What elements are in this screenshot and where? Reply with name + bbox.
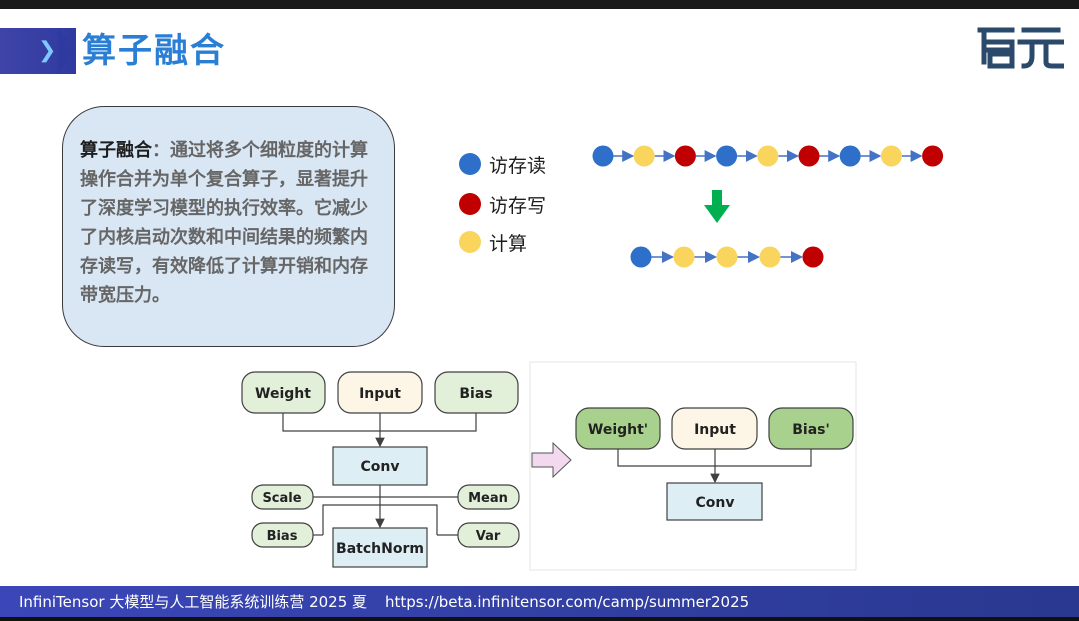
scale-node: [251, 484, 314, 510]
bias-label: Bias: [459, 386, 492, 402]
chevron-right-icon: ❯: [38, 38, 57, 63]
graph-before: Weight Input Bias Conv Scale Mean Bias V…: [241, 371, 520, 568]
mean-node: [457, 484, 520, 510]
definition-body: ：通过将多个细粒度的计算操作合并为单个复合算子，显著提升了深度学习模型的执行效率…: [80, 140, 368, 306]
legend-label: 访存写: [489, 194, 547, 217]
chain-node-read: [716, 145, 738, 167]
var-node: [457, 522, 520, 548]
down-arrow-icon: [704, 190, 730, 223]
legend-dot-write: [459, 193, 481, 215]
chain-node-write: [802, 246, 824, 268]
legend-dot-read: [459, 153, 481, 175]
conv-node-after: [666, 482, 763, 521]
mean-label: Mean: [468, 491, 508, 506]
weight-prime-label: Weight': [588, 422, 648, 438]
batchnorm-label: BatchNorm: [336, 541, 424, 557]
legend-item-compute: 计算: [459, 230, 528, 255]
chain-before: [592, 145, 944, 167]
input-node: [337, 371, 423, 414]
chain-node-read: [592, 145, 614, 167]
scale-label: Scale: [262, 491, 301, 506]
bias-node: [434, 371, 519, 414]
chain-node-write: [674, 145, 696, 167]
chain-node-read: [839, 145, 861, 167]
footer-url[interactable]: https://beta.infinitensor.com/camp/summe…: [385, 593, 750, 611]
conv-label-after: Conv: [696, 495, 735, 511]
batchnorm-node: [332, 527, 428, 568]
logo: 启元: [977, 27, 1064, 69]
definition-term: 算子融合: [80, 140, 152, 161]
transform-arrow-icon: [531, 441, 572, 479]
weight-prime-node: [575, 407, 661, 450]
chain-node-read: [630, 246, 652, 268]
bias-prime-label: Bias': [792, 422, 830, 438]
chain-node-compute: [759, 246, 781, 268]
chain-node-write: [922, 145, 944, 167]
chain-node-compute: [757, 145, 779, 167]
top-bar: [0, 0, 1079, 9]
definition-box: [62, 106, 395, 347]
chain-node-compute: [880, 145, 902, 167]
legend-dot-compute: [459, 231, 481, 253]
input-label: Input: [359, 386, 401, 402]
var-label: Var: [476, 529, 501, 544]
conv-label: Conv: [361, 459, 400, 475]
legend-label: 计算: [489, 232, 528, 255]
chain-node-write: [798, 145, 820, 167]
weight-label: Weight: [255, 386, 311, 402]
graph-after: Weight' Input Bias' Conv: [575, 407, 854, 521]
chain-node-compute: [716, 246, 738, 268]
input-label-after: Input: [694, 422, 736, 438]
footer-bar: [0, 586, 1079, 617]
footer-text: InfiniTensor 大模型与人工智能系统训练营 2025 夏: [19, 593, 368, 611]
legend-label: 访存读: [489, 154, 547, 177]
bias-prime-node: [768, 407, 854, 450]
chain-node-compute: [673, 246, 695, 268]
chain-node-compute: [633, 145, 655, 167]
weight-node: [241, 371, 326, 414]
chain-after: [630, 246, 824, 268]
conv-node: [332, 446, 428, 486]
input-node-after: [671, 407, 758, 450]
definition-text: 算子融合：通过将多个细粒度的计算操作合并为单个复合算子，显著提升了深度学习模型的…: [80, 136, 380, 310]
bias2-label: Bias: [267, 529, 298, 544]
legend-item-write: 访存写: [459, 192, 547, 217]
bottom-bar: [0, 617, 1079, 621]
title-banner-tip: [58, 28, 76, 74]
page-title: 算子融合: [82, 31, 226, 71]
legend-item-read: 访存读: [459, 152, 547, 177]
